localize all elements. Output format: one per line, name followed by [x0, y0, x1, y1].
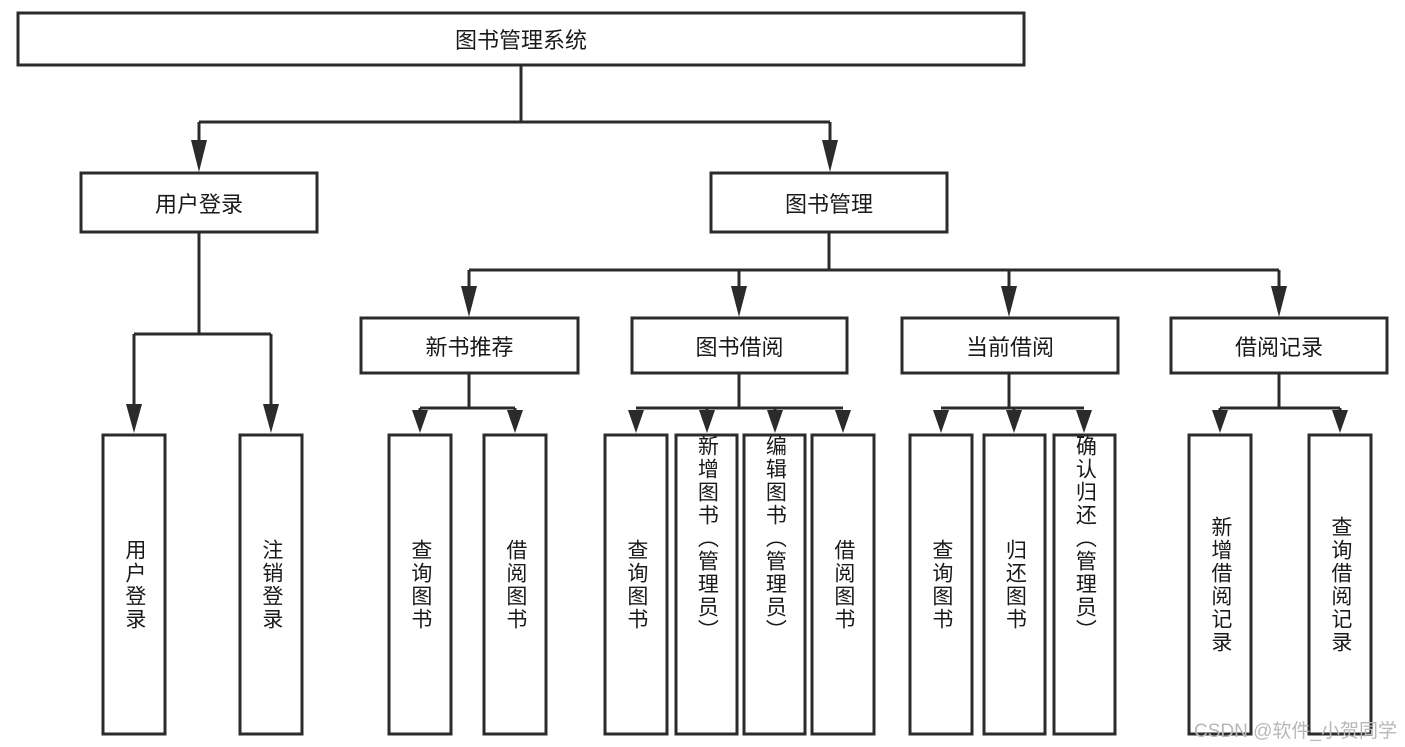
- connector-group-root-to-level2: [191, 65, 838, 172]
- watermark-text: CSDN @软件_小贺同学: [1194, 721, 1397, 742]
- arrow-head-icon: [731, 286, 747, 317]
- node-box-level3-2[interactable]: [900, 316, 1120, 375]
- arrow-head-icon: [1271, 286, 1287, 317]
- node-box-leaf-11[interactable]: [1187, 433, 1253, 736]
- arrow-head-icon: [126, 404, 142, 433]
- node-box-leaf-5[interactable]: [674, 433, 739, 736]
- connector-group-userlogin-to-leaves: [126, 232, 279, 433]
- node-box-level3-0[interactable]: [359, 316, 580, 375]
- connector-group-bookmgmt-to-level3: [461, 232, 1287, 317]
- node-box-leaf-3[interactable]: [482, 433, 548, 736]
- arrow-head-icon: [822, 140, 838, 172]
- node-box-leaf-12[interactable]: [1307, 433, 1373, 736]
- arrow-head-icon: [1006, 410, 1022, 433]
- node-box-leaf-7[interactable]: [810, 433, 876, 736]
- connector-group-record-to-leaves: [1212, 373, 1348, 433]
- node-box-level2-1[interactable]: [709, 171, 949, 234]
- arrow-head-icon: [412, 410, 428, 433]
- arrow-head-icon: [263, 404, 279, 433]
- arrow-head-icon: [1332, 410, 1348, 433]
- arrow-head-icon: [1076, 410, 1092, 433]
- node-box-leaf-8[interactable]: [908, 433, 974, 736]
- arrow-head-icon: [699, 410, 715, 433]
- arrow-head-icon: [933, 410, 949, 433]
- node-box-leaf-0[interactable]: [101, 433, 167, 736]
- arrow-head-icon: [507, 410, 523, 433]
- connector-group-newbook-to-leaves: [412, 373, 523, 433]
- arrow-head-icon: [767, 410, 783, 433]
- connector-group-borrow-to-leaves: [628, 373, 851, 433]
- node-box-leaf-10[interactable]: [1052, 433, 1117, 736]
- node-box-leaf-1[interactable]: [238, 433, 304, 736]
- arrow-head-icon: [191, 140, 207, 172]
- arrow-head-icon: [461, 286, 477, 317]
- arrow-head-icon: [1212, 410, 1228, 433]
- arrow-head-icon: [835, 410, 851, 433]
- node-box-leaf-4[interactable]: [603, 433, 669, 736]
- arrow-head-icon: [1001, 286, 1017, 317]
- node-box-leaf-6[interactable]: [742, 433, 807, 736]
- node-box-level3-1[interactable]: [630, 316, 849, 375]
- node-box-level3-3[interactable]: [1169, 316, 1389, 375]
- node-box-root[interactable]: [16, 11, 1026, 67]
- arrow-head-icon: [628, 410, 644, 433]
- node-box-leaf-2[interactable]: [387, 433, 453, 736]
- node-box-leaf-9[interactable]: [982, 433, 1047, 736]
- node-box-level2-0[interactable]: [79, 171, 319, 234]
- connector-group-current-to-leaves: [933, 373, 1092, 433]
